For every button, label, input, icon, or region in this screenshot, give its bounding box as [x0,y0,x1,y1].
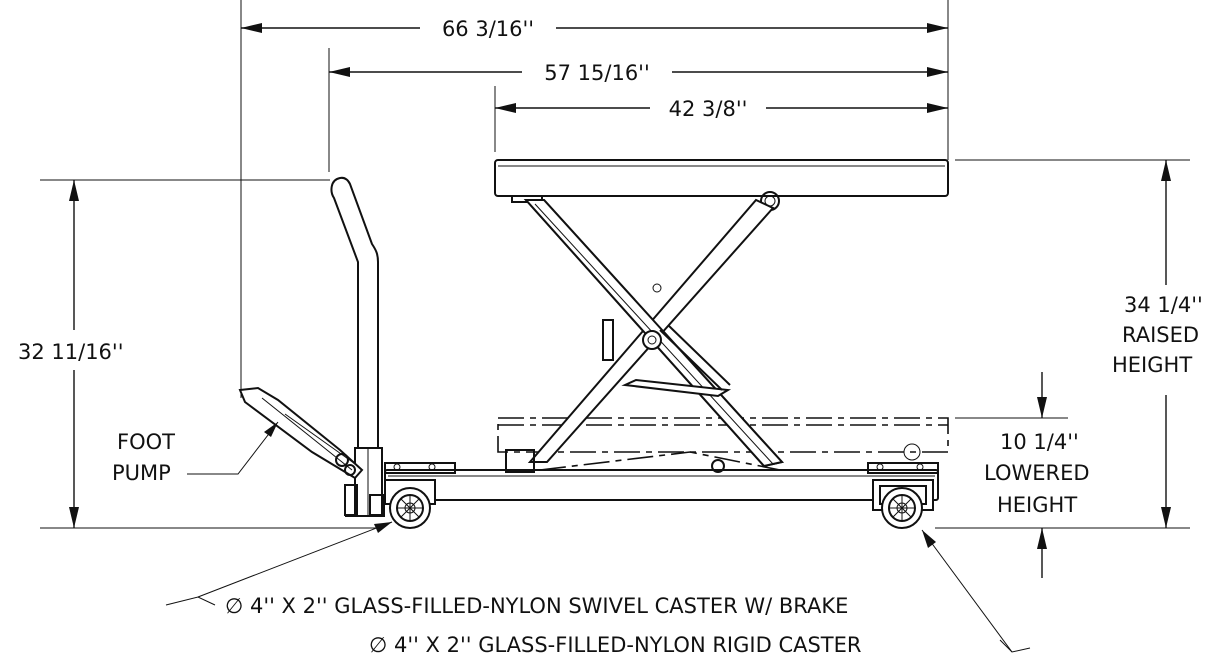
raised-height-line2: HEIGHT [1112,353,1192,377]
raised-height-value: 34 1/4'' [1124,293,1203,317]
lift-table [238,159,949,529]
swivel-caster-callout: ∅ 4'' X 2'' GLASS-FILLED-NYLON SWIVEL CA… [165,521,848,618]
lowered-height-line2: HEIGHT [997,493,1077,517]
foot-pump [238,386,364,516]
dimension-table-length: 42 3/8'' [494,86,948,152]
overall-length-label: 66 3/16'' [442,17,534,41]
lowered-height-value: 10 1/4'' [1000,430,1079,454]
swivel-caster [345,479,436,529]
frame-length-label: 57 15/16'' [544,61,649,85]
table-length-label: 42 3/8'' [669,97,748,121]
scissor-mechanism [523,198,784,468]
handle-height-label: 32 11/16'' [18,340,123,364]
base-frame [384,449,939,501]
foot-pump-line1: FOOT [117,430,175,454]
foot-pump-callout: FOOT PUMP [112,421,279,485]
lowered-height-line1: LOWERED [984,461,1090,485]
dimension-raised-height: 34 1/4'' RAISED HEIGHT [935,159,1203,529]
table-top-lowered [497,417,949,461]
dimension-overall-length: 66 3/16'' [240,0,949,398]
handle [330,176,383,517]
dimension-lowered-height: 10 1/4'' LOWERED HEIGHT [955,372,1090,578]
rigid-caster-callout: ∅ 4'' X 2'' GLASS-FILLED-NYLON RIGID CAS… [369,529,1031,657]
foot-pump-line2: PUMP [112,461,171,485]
raised-height-line1: RAISED [1122,323,1199,347]
dimension-handle-height: 32 11/16'' [18,179,380,529]
rigid-caster [872,479,934,529]
dimension-frame-length: 57 15/16'' [328,48,948,172]
swivel-caster-label: ∅ 4'' X 2'' GLASS-FILLED-NYLON SWIVEL CA… [225,594,848,618]
table-top-raised [494,159,949,211]
rigid-caster-label: ∅ 4'' X 2'' GLASS-FILLED-NYLON RIGID CAS… [369,633,862,657]
